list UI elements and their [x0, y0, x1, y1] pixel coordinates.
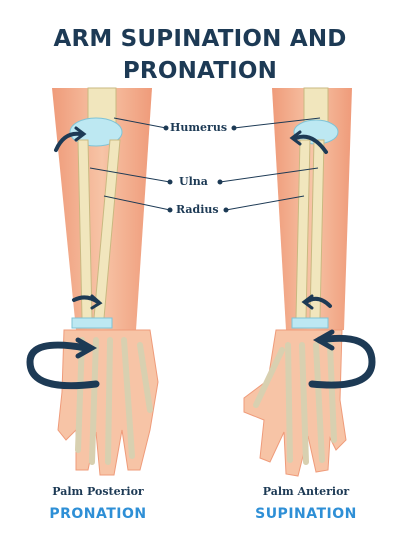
- right-elbow-arrow: [294, 134, 328, 154]
- leader-lines: [89, 117, 321, 213]
- right-caption: Palm Anterior: [262, 485, 350, 498]
- left-caption: Palm Posterior: [52, 485, 144, 498]
- left-elbow-joint: [69, 117, 123, 147]
- left-hand-bones: [75, 337, 153, 465]
- label-ulna: Ulna: [179, 175, 208, 188]
- right-wrist-joint: [291, 317, 329, 329]
- label-radius: Radius: [176, 203, 219, 216]
- right-hand-bones: [253, 342, 337, 465]
- left-elbow-arrow: [54, 131, 82, 152]
- label-humerus: Humerus: [170, 121, 228, 134]
- left-arm: [52, 87, 159, 476]
- right-wrist-arrow: [304, 296, 332, 308]
- right-hand-arrow: [308, 334, 376, 389]
- right-humerus: [303, 87, 329, 123]
- left-movement: PRONATION: [49, 506, 147, 522]
- left-forearm: [52, 88, 152, 330]
- right-movement: SUPINATION: [255, 506, 357, 522]
- left-hand-arrow: [26, 341, 100, 390]
- right-arm: [243, 87, 352, 477]
- rotation-arrows: [26, 126, 376, 390]
- left-wrist-joint: [71, 317, 113, 329]
- title-line-1: ARM SUPINATION AND: [53, 26, 347, 52]
- title-line-2: PRONATION: [122, 58, 278, 84]
